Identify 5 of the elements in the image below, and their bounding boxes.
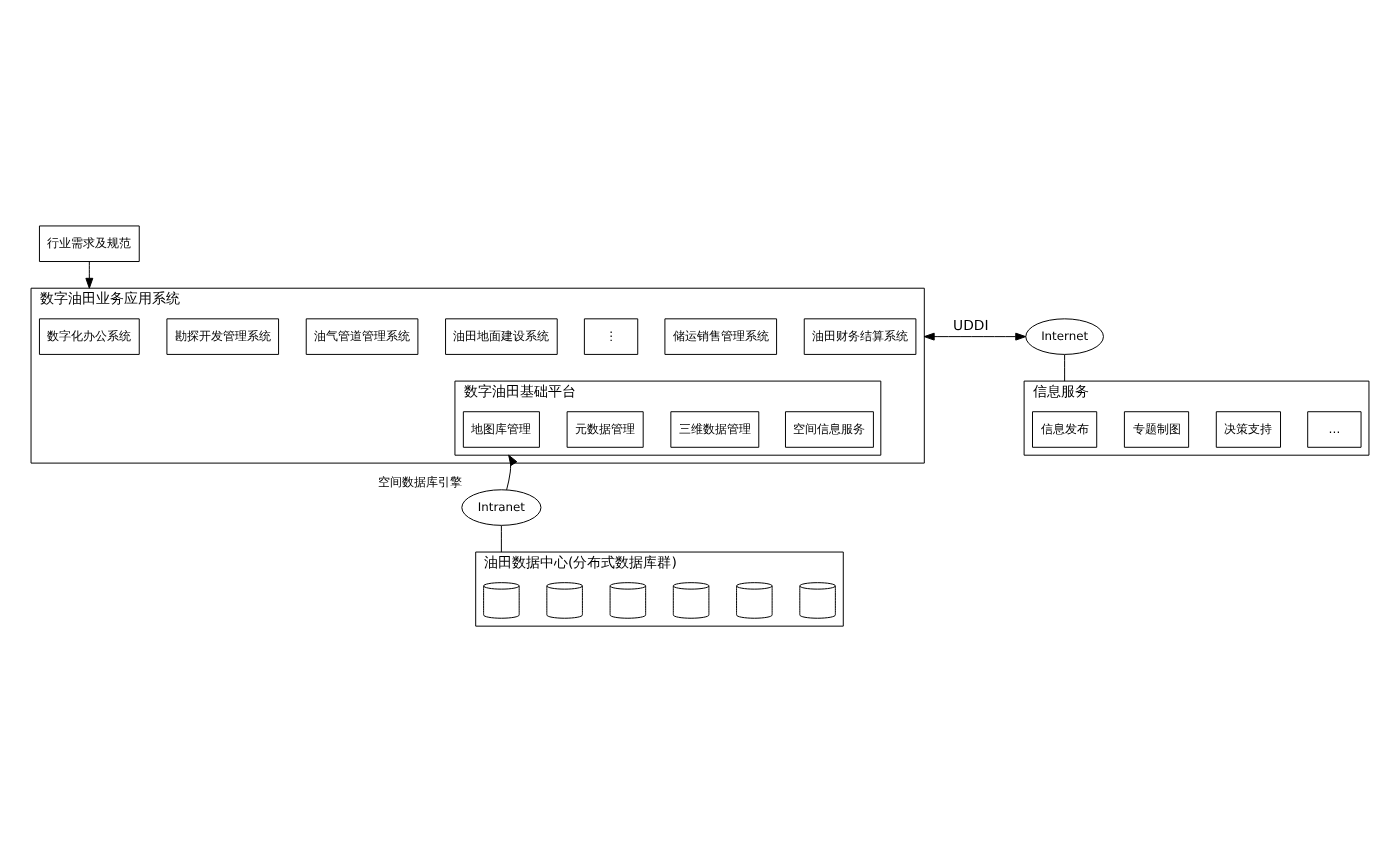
connector <box>1064 354 1066 382</box>
arrow <box>923 332 1027 341</box>
connector <box>500 525 502 553</box>
arrow <box>85 261 94 289</box>
arrow <box>506 454 518 491</box>
